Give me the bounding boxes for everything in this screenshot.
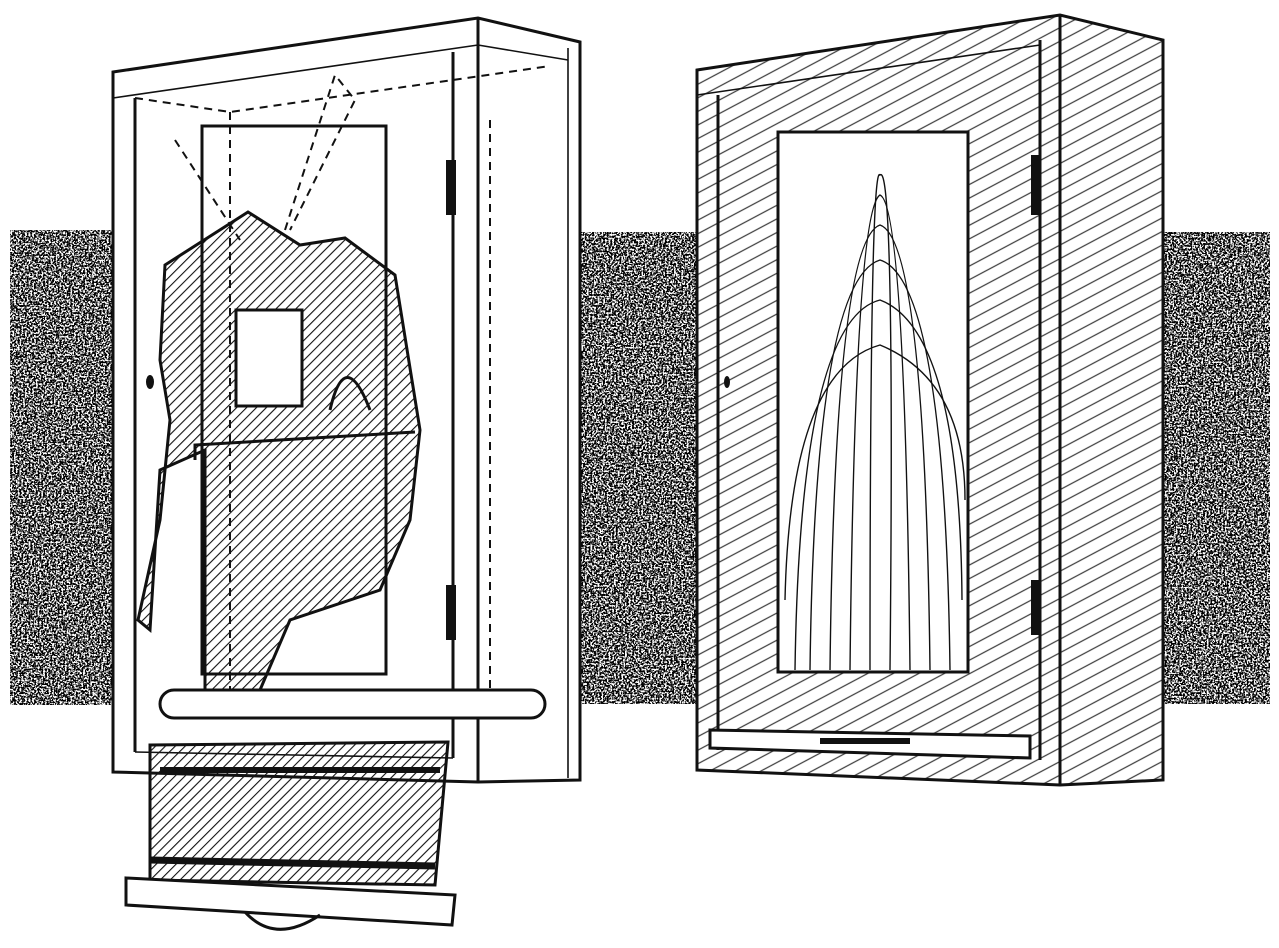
open-cabinet: [111, 16, 582, 931]
wall-band: [10, 230, 1270, 705]
closed-cabinet: [695, 13, 1165, 787]
